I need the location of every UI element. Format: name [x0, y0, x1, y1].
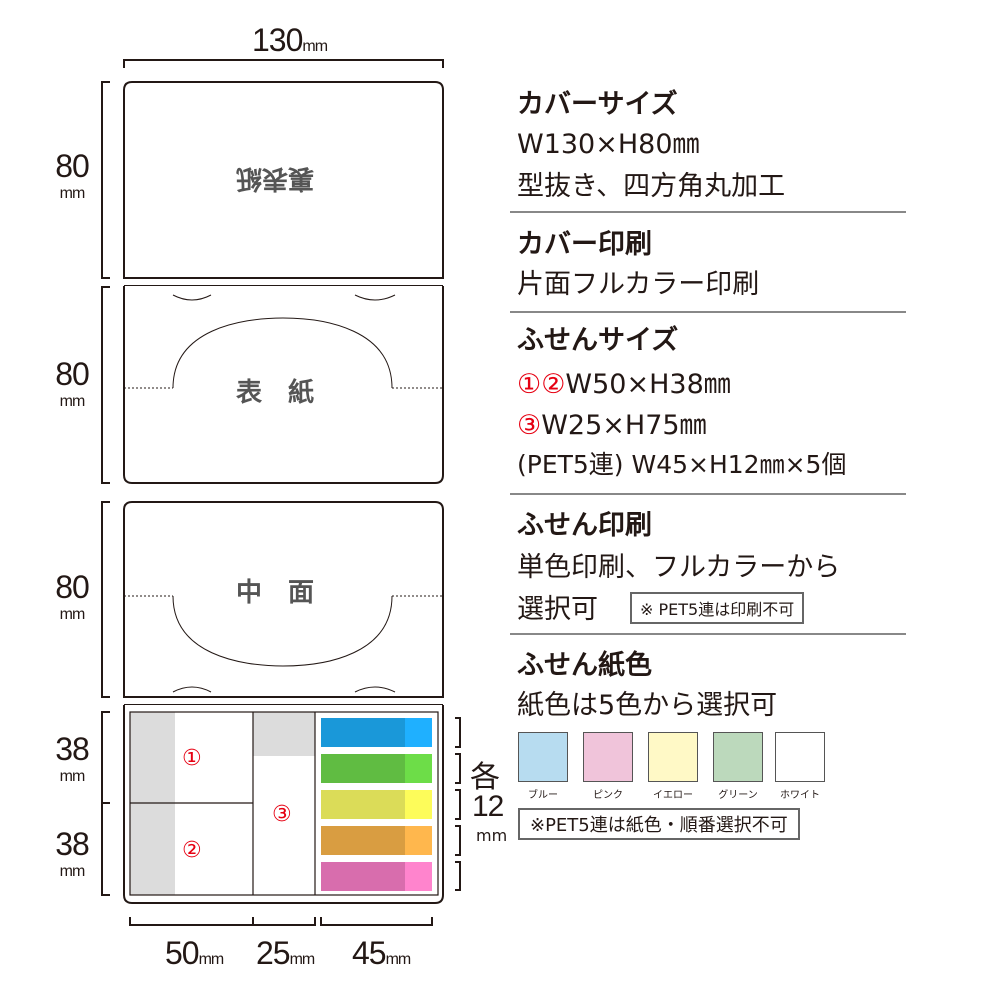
unit: mm — [289, 951, 316, 968]
cover-size-dimensions: W130×H80㎜ — [517, 129, 700, 160]
sticky-number: ③ — [517, 410, 542, 441]
divider — [510, 493, 906, 495]
sticky-number: ①② — [517, 369, 566, 400]
cover-print-value: 片面フルカラー印刷 — [517, 269, 760, 300]
color-swatch-label: ピンク — [593, 790, 623, 801]
width-value: 130 — [252, 22, 303, 58]
height-dimension-4 — [101, 711, 110, 896]
unit: mm — [59, 393, 86, 410]
unit: mm — [385, 951, 412, 968]
width-dimension-line — [123, 59, 444, 68]
height-value: 80 — [55, 148, 90, 184]
sticky-number-2: ② — [182, 838, 202, 863]
sticky-print-value: 単色印刷、フルカラーから — [517, 552, 841, 583]
height-value: 80 — [55, 569, 90, 605]
front-cover-arc — [172, 317, 393, 389]
sticky-size-title: ふせんサイズ — [517, 325, 679, 356]
unit: mm — [59, 606, 86, 623]
pet-tab-tip — [405, 790, 432, 819]
back-cover-panel — [123, 81, 444, 279]
sticky-print-note: ※ PET5連は印刷不可 — [630, 592, 805, 624]
sticky-print-value-2: 選択可 — [517, 594, 598, 625]
height-value: 38 — [55, 731, 90, 767]
bottom-width-2: 25mm — [256, 935, 316, 972]
pet-tab-tip — [405, 754, 432, 783]
each-value: 12 — [472, 790, 504, 823]
color-swatch-label: グリーン — [718, 790, 758, 801]
unit: mm — [198, 951, 225, 968]
pet-tab-tip — [405, 862, 432, 891]
paper-color-title: ふせん紙色 — [517, 650, 652, 681]
back-cover-label: 裏表紙 — [236, 163, 315, 193]
unit: mm — [59, 863, 86, 880]
color-swatch — [518, 732, 568, 782]
color-swatch — [648, 732, 698, 782]
width-label: 130mm — [252, 22, 328, 59]
inner-label: 中 面 — [236, 578, 315, 608]
height-value: 38 — [55, 826, 90, 862]
pet-tab — [321, 790, 405, 819]
sticky-size-12: ①②W50×H38㎜ — [517, 362, 731, 401]
bottom-width-1: 50mm — [165, 935, 225, 972]
height-dimension-3 — [101, 501, 110, 698]
cover-size-finish: 型抜き、四方角丸加工 — [517, 171, 786, 202]
divider — [510, 211, 906, 213]
cover-print-title: カバー印刷 — [517, 229, 652, 260]
unit: mm — [59, 185, 86, 202]
front-cover-label: 表 紙 — [236, 378, 315, 408]
height-dimension-2 — [101, 286, 110, 484]
paper-color-value: 紙色は5色から選択可 — [517, 690, 778, 721]
height-dimension-1 — [101, 81, 110, 279]
sticky-size-pet: (PET5連) W45×H12㎜×5個 — [517, 450, 847, 479]
pet-tab — [321, 826, 405, 855]
color-swatch-label: イエロー — [653, 790, 693, 801]
unit: mm — [302, 38, 328, 55]
sticky-size-3: ③W25×H75㎜ — [517, 403, 707, 442]
color-swatch — [713, 732, 763, 782]
pet-tab-tip — [405, 826, 432, 855]
color-swatch — [775, 732, 825, 782]
pet-tab — [321, 718, 405, 747]
each-label: 各 — [470, 761, 500, 794]
inner-arc — [172, 595, 393, 667]
pet-tab — [321, 862, 405, 891]
sticky-number-1: ① — [182, 746, 202, 771]
unit: mm — [59, 768, 86, 785]
color-swatch — [583, 732, 633, 782]
color-swatch-label: ホワイト — [780, 790, 820, 801]
pet-tab — [321, 754, 405, 783]
cover-size-title: カバーサイズ — [517, 89, 678, 120]
pet-tab-tip — [405, 718, 432, 747]
width-value: 45 — [352, 935, 387, 971]
bottom-width-3: 45mm — [352, 935, 412, 972]
height-value: 80 — [55, 356, 90, 392]
sticky-number-3: ③ — [272, 802, 292, 827]
divider — [510, 633, 906, 635]
paper-color-note: ※PET5連は紙色・順番選択不可 — [518, 808, 800, 840]
width-value: 50 — [165, 935, 200, 971]
color-swatch-label: ブルー — [528, 790, 558, 801]
size-value: W50×H38㎜ — [565, 369, 731, 400]
sticky-print-title: ふせん印刷 — [517, 510, 652, 541]
width-value: 25 — [256, 935, 291, 971]
divider — [510, 311, 906, 313]
unit: mm — [476, 826, 508, 845]
size-value: W25×H75㎜ — [541, 410, 707, 441]
